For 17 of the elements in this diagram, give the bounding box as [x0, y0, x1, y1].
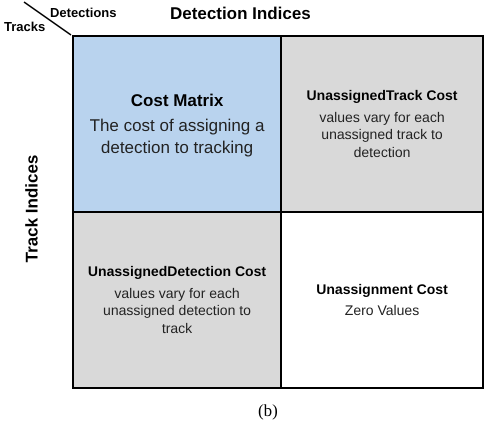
matrix-cell — [280, 211, 484, 389]
axis-label: Tracks — [4, 20, 46, 33]
cell-heading: UnassignedDetection Cost — [88, 263, 266, 280]
axis-label: Track Indices — [23, 154, 40, 262]
cell-description: values vary for each unassigned detection to track — [102, 284, 252, 337]
axis-label: Detections — [50, 6, 116, 19]
cell-description: values vary for each unassigned track to detection — [318, 108, 446, 161]
matrix-cell — [72, 35, 282, 213]
cell-heading: UnassignedTrack Cost — [306, 87, 458, 104]
cell-description: Zero Values — [344, 302, 420, 320]
cell-heading: Cost Matrix — [130, 90, 224, 112]
caption: (b) — [258, 400, 278, 422]
matrix-cell — [72, 211, 282, 389]
axis-label: Detection Indices — [170, 5, 311, 22]
cell-heading: Unassignment Cost — [316, 280, 448, 298]
matrix-cell — [280, 35, 484, 213]
cell-description: The cost of assigning a detection to tracking — [88, 115, 266, 158]
